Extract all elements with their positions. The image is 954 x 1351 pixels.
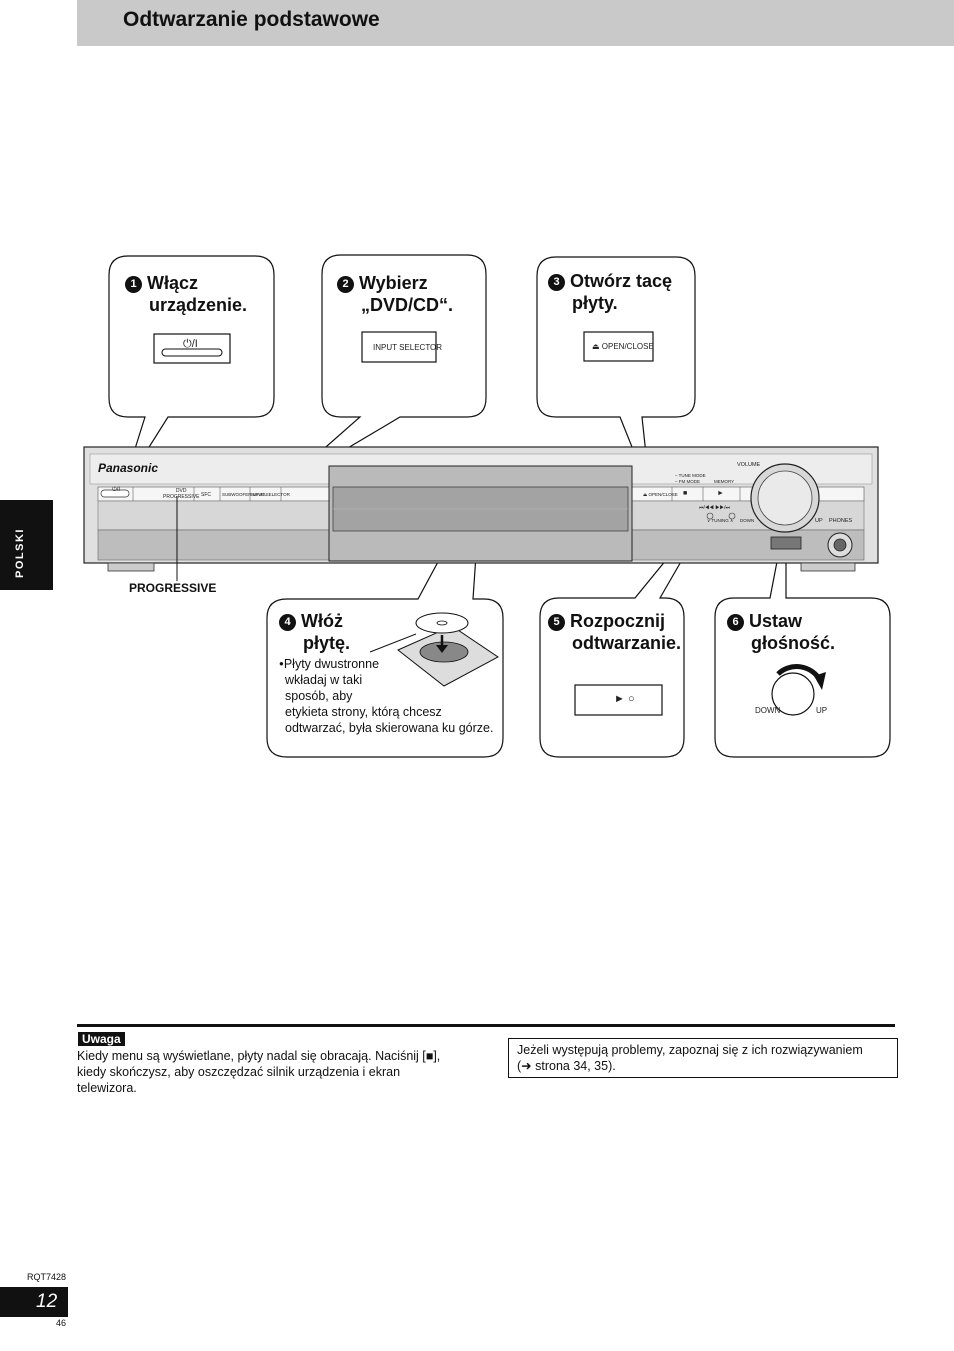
input-selector-button: INPUT SELECTOR bbox=[373, 343, 443, 352]
volume-down-label: DOWN bbox=[755, 706, 781, 715]
document-code: RQT7428 bbox=[27, 1272, 67, 1282]
disc-tray-illustration bbox=[369, 612, 499, 687]
uwaga-heading: Uwaga bbox=[78, 1032, 125, 1046]
device-fm-mode-label: – FM MODE bbox=[675, 479, 701, 484]
device-up-label: UP bbox=[815, 518, 823, 524]
device-volume-label: VOLUME bbox=[737, 462, 761, 468]
play-button: ► ○ bbox=[614, 693, 635, 705]
page-number-box bbox=[0, 1287, 68, 1317]
page-number: 12 bbox=[36, 1291, 58, 1312]
page-title: Odtwarzanie podstawowe bbox=[123, 8, 380, 31]
brand-logo: Panasonic bbox=[98, 461, 159, 475]
device-skip-buttons: ⏮/◀◀ ▶▶/⏭ bbox=[699, 505, 731, 511]
device-phones-label: PHONES bbox=[829, 518, 853, 524]
bullet-icon: ● bbox=[279, 659, 284, 668]
device-down-label: DOWN bbox=[740, 518, 755, 523]
device-tune-mode-label: – TUNE MODE bbox=[675, 473, 706, 478]
power-button-icon: ⏻/I bbox=[183, 338, 198, 350]
step-number-2: 2 bbox=[337, 276, 354, 293]
open-close-button: ⏏ OPEN/CLOSE bbox=[592, 342, 654, 351]
troubleshooting-box: Jeżeli występują problemy, zapoznaj się … bbox=[508, 1038, 898, 1078]
device-dvd-progressive-button: DVD PROGRESSIVE bbox=[163, 488, 200, 500]
uwaga-text: Kiedy menu są wyświetlane, płyty nadal s… bbox=[77, 1049, 441, 1095]
notes-divider bbox=[77, 1024, 895, 1027]
page-sub-number: 46 bbox=[56, 1318, 67, 1328]
step-number-1: 1 bbox=[125, 276, 142, 293]
step-4-note: ●Płyty dwustronne wkładaj w taki sposób,… bbox=[279, 657, 494, 735]
device-sfc-button: SFC bbox=[201, 492, 211, 498]
device-memory-label: MEMORY bbox=[714, 479, 735, 484]
volume-up-label: UP bbox=[816, 706, 828, 715]
step-number-4: 4 bbox=[279, 614, 296, 631]
device-play-button: ► bbox=[717, 490, 724, 497]
volume-knob-illustration bbox=[771, 664, 826, 716]
page-header-bar bbox=[77, 0, 954, 46]
device-input-selector-button: INPUT SELECTOR bbox=[251, 492, 290, 497]
dvd-receiver-front-panel bbox=[83, 446, 879, 572]
device-stop-button: ■ bbox=[683, 490, 688, 497]
step-number-5: 5 bbox=[548, 614, 565, 631]
callout-bubble-6 bbox=[714, 514, 891, 758]
step-number-3: 3 bbox=[548, 274, 565, 291]
device-tuning-label: ∨ TUNING ∧ bbox=[707, 518, 734, 523]
device-power-button: ⏻/I bbox=[112, 487, 121, 493]
device-illustration bbox=[83, 254, 891, 758]
progressive-label: PROGRESSIVE bbox=[129, 581, 217, 595]
step-number-6: 6 bbox=[727, 614, 744, 631]
device-subwoofer-button: SUBWOOFER LEVEL bbox=[222, 492, 267, 497]
device-open-close-button: ⏏ OPEN/CLOSE bbox=[643, 492, 678, 497]
language-side-tab: POLSKI bbox=[0, 500, 53, 590]
